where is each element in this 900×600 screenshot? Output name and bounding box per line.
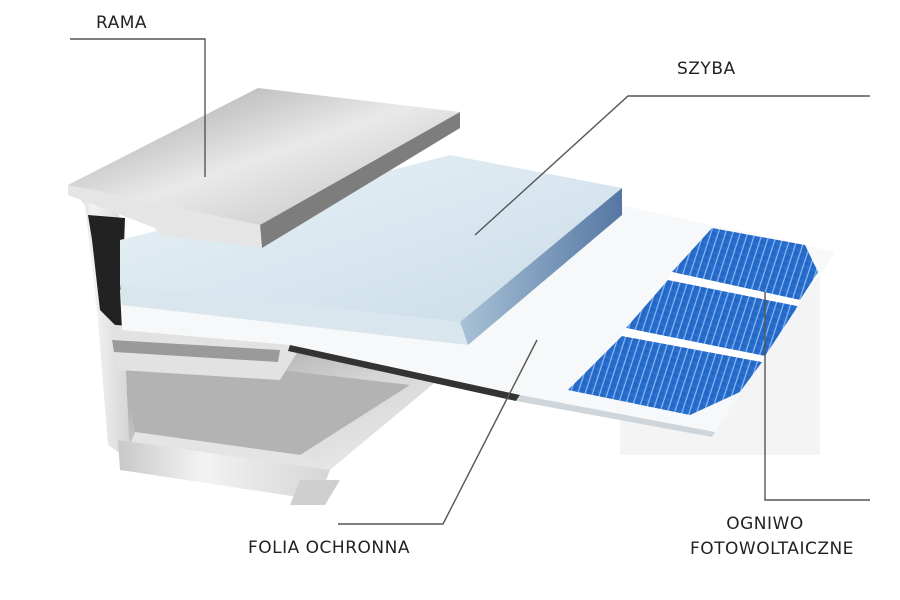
label-ogniwo-line1: OGNIWO xyxy=(726,514,804,534)
pv-cell-2 xyxy=(626,280,798,356)
label-ogniwo-fotowoltaiczne: OGNIWO FOTOWOLTAICZNE xyxy=(690,512,854,562)
label-folia-ochronna: FOLIA OCHRONNA xyxy=(248,538,410,558)
label-szyba: SZYBA xyxy=(677,59,736,79)
leader-line-rama xyxy=(70,38,206,177)
glass-pane-bottom-edge xyxy=(120,285,468,345)
pv-busbar-1 xyxy=(668,272,800,306)
frame-inner-ledge-shadow xyxy=(112,340,280,362)
frame-lower-channel-inner-wall xyxy=(122,360,410,455)
glass-pane-front-edge xyxy=(460,188,622,345)
frame-lower-channel-floor xyxy=(130,432,330,470)
leader-line-ogniwo xyxy=(764,292,870,501)
frame-top-flange-edge xyxy=(260,112,460,248)
label-ogniwo-line2: FOTOWOLTAICZNE xyxy=(690,539,854,559)
leader-line-folia xyxy=(338,339,538,525)
leader-line-szyba xyxy=(474,95,870,236)
protective-film-edge xyxy=(288,345,520,401)
label-rama: RAMA xyxy=(96,13,148,33)
pv-busbar-2 xyxy=(622,328,765,362)
frame-top-flange-front xyxy=(68,185,262,248)
frame-top-flange xyxy=(68,88,460,225)
pv-cell-1 xyxy=(672,228,818,300)
glass-pane-top xyxy=(120,155,622,322)
frame-bottom-foot xyxy=(118,440,330,500)
pv-cell-3 xyxy=(568,336,762,415)
frame-foot-step xyxy=(290,480,340,505)
protective-film-lower-edge xyxy=(516,395,715,437)
